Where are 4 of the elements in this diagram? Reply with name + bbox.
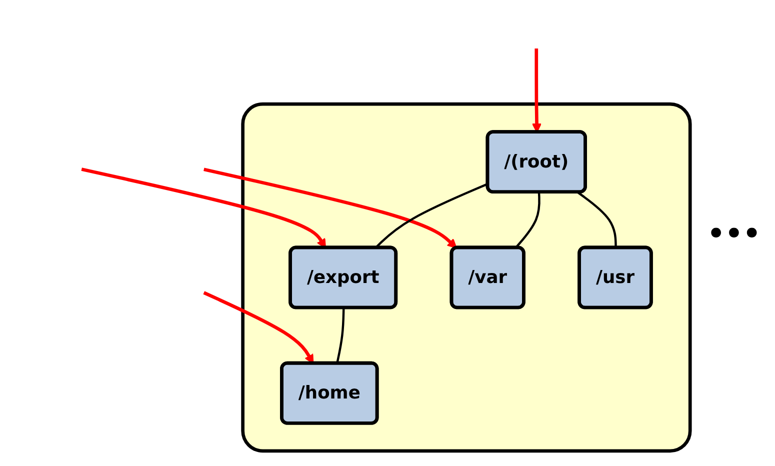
cluster <box>241 102 692 453</box>
arrow <box>204 168 457 249</box>
ellipsis-text: ••• <box>706 216 762 250</box>
connector <box>336 308 345 364</box>
